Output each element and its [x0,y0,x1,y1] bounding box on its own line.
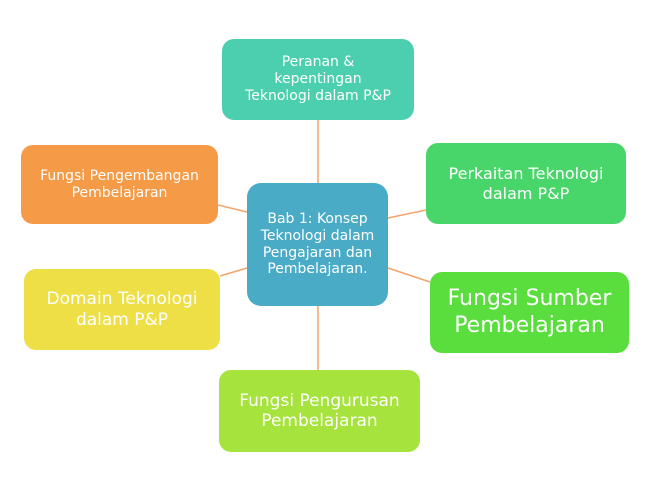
connector-right-bottom [387,267,431,283]
node-domain-teknologi: Domain Teknologi dalam P&P [24,269,220,350]
node-fungsi-pengembangan: Fungsi Pengembangan Pembelajaran [21,145,218,224]
connector-left-top [217,204,248,213]
connector-left-bottom [219,267,248,277]
connector-right-top [387,209,427,219]
node-fungsi-sumber: Fungsi Sumber Pembelajaran [430,272,629,353]
node-center-topic: Bab 1: Konsep Teknologi dalam Pengajaran… [247,183,388,306]
node-perkaitan-teknologi: Perkaitan Teknologi dalam P&P [426,143,626,224]
node-fungsi-pengurusan: Fungsi Pengurusan Pembelajaran [219,370,420,452]
node-peranan-kepentingan: Peranan & kepentingan Teknologi dalam P&… [222,39,414,120]
